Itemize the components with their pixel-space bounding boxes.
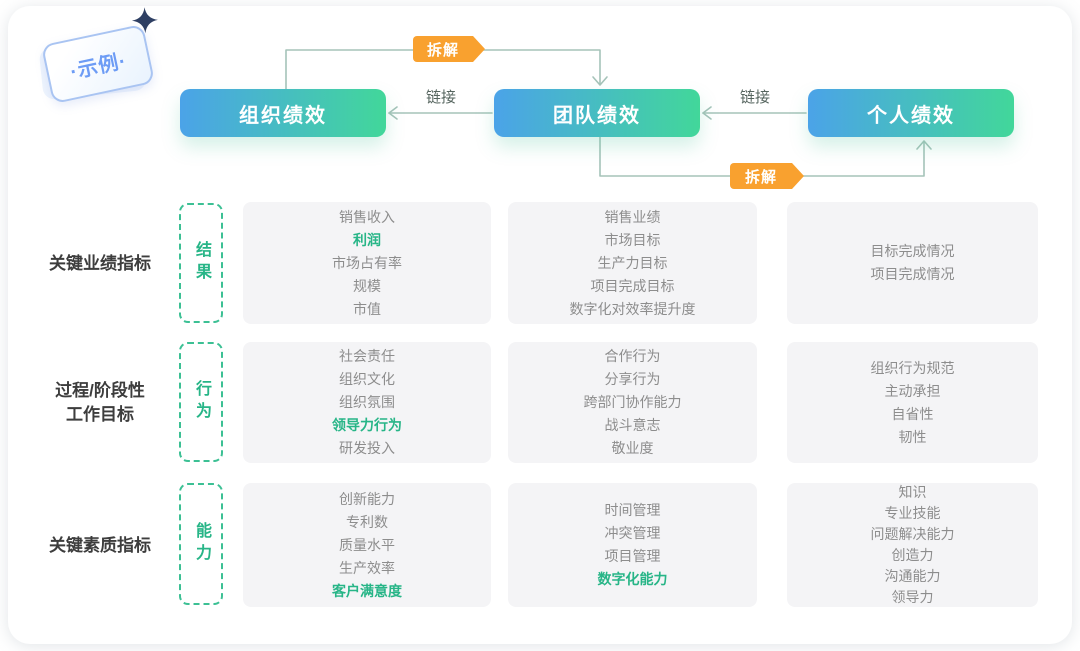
indicator-item: 合作行为 <box>604 348 661 364</box>
indicator-card: 销售业绩市场目标生产力目标项目完成目标数字化对效率提升度 <box>508 202 757 324</box>
indicator-card: 知识专业技能问题解决能力创造力沟通能力领导力 <box>787 483 1038 607</box>
indicator-item: 组织氛围 <box>339 394 395 410</box>
indicator-item: 数字化能力 <box>597 571 668 587</box>
node-team-performance: 团队绩效 <box>494 89 700 137</box>
indicator-item: 领导力行为 <box>332 417 402 433</box>
indicator-item: 市场占有率 <box>332 254 402 271</box>
indicator-card: 目标完成情况项目完成情况 <box>787 202 1038 324</box>
indicator-item: 组织行为规范 <box>870 359 955 376</box>
indicator-item: 项目完成目标 <box>590 277 675 294</box>
indicator-item: 领导力 <box>891 589 934 605</box>
indicator-item: 利润 <box>353 231 381 248</box>
indicator-item: 社会责任 <box>339 348 395 364</box>
indicator-item: 质量水平 <box>339 536 395 553</box>
link-label-left: 链接 <box>425 89 456 106</box>
indicator-item: 冲突管理 <box>604 525 661 541</box>
indicator-item: 生产力目标 <box>597 254 668 271</box>
link-label-right: 链接 <box>739 89 770 106</box>
node-organization-performance: 组织绩效 <box>180 89 386 137</box>
indicator-item: 市值 <box>353 300 381 317</box>
indicator-item: 研发投入 <box>339 440 395 456</box>
indicator-item: 创新能力 <box>339 490 395 507</box>
sample-badge: ·示例· <box>40 7 158 105</box>
row-label: 关键业绩指标 <box>49 254 151 273</box>
indicator-item: 市场目标 <box>604 231 661 248</box>
indicator-item: 项目管理 <box>604 548 661 564</box>
indicator-item: 沟通能力 <box>884 568 941 584</box>
row-tag-label: 行为 <box>193 380 210 424</box>
indicator-item: 自省性 <box>891 405 934 422</box>
indicator-card: 合作行为分享行为跨部门协作能力战斗意志敬业度 <box>508 342 757 463</box>
indicator-item: 知识 <box>898 484 927 500</box>
decompose-badge-bottom: 拆解 <box>730 163 804 189</box>
indicator-item: 战斗意志 <box>604 417 661 433</box>
row-label: 关键素质指标 <box>49 536 151 555</box>
indicator-card: 组织行为规范主动承担自省性韧性 <box>787 342 1038 463</box>
indicator-card: 时间管理冲突管理项目管理数字化能力 <box>508 483 757 607</box>
indicator-item: 时间管理 <box>604 502 661 518</box>
indicator-item: 分享行为 <box>604 371 661 387</box>
indicator-item: 韧性 <box>898 428 927 445</box>
indicator-item: 项目完成情况 <box>870 266 955 282</box>
indicator-item: 客户满意度 <box>332 582 402 599</box>
row-tag: 行为 <box>179 342 223 462</box>
indicator-item: 主动承担 <box>884 382 941 399</box>
indicator-item: 专利数 <box>346 513 388 530</box>
indicator-card: 创新能力专利数质量水平生产效率客户满意度 <box>243 483 491 607</box>
sparkle-icon <box>131 7 158 34</box>
indicator-item: 敬业度 <box>611 440 654 456</box>
row-tag: 能力 <box>179 483 223 605</box>
indicator-item: 规模 <box>353 277 381 294</box>
row-tag-label: 结果 <box>193 241 210 285</box>
row-tag-label: 能力 <box>193 522 210 566</box>
row-label: 过程/阶段性 工作目标 <box>55 381 145 424</box>
indicator-item: 专业技能 <box>884 505 941 521</box>
indicator-item: 销售业绩 <box>604 208 661 225</box>
decompose-badge-top: 拆解 <box>413 36 485 62</box>
indicator-card: 社会责任组织文化组织氛围领导力行为研发投入 <box>243 342 491 463</box>
indicator-item: 销售收入 <box>339 208 395 225</box>
indicator-item: 组织文化 <box>339 371 395 387</box>
indicator-item: 问题解决能力 <box>870 526 955 542</box>
indicator-item: 创造力 <box>891 547 934 563</box>
indicator-card: 销售收入利润市场占有率规模市值 <box>243 202 491 324</box>
indicator-item: 跨部门协作能力 <box>583 394 682 410</box>
node-personal-performance: 个人绩效 <box>808 89 1014 137</box>
row-tag: 结果 <box>179 203 223 323</box>
indicator-item: 目标完成情况 <box>870 243 955 259</box>
indicator-item: 生产效率 <box>339 559 395 576</box>
indicator-item: 数字化对效率提升度 <box>569 300 696 317</box>
